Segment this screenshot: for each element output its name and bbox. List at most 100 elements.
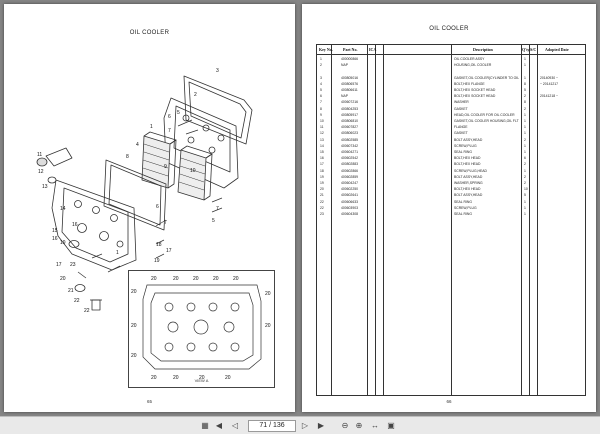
col-qty: Q'ty <box>522 47 530 52</box>
svg-text:7: 7 <box>164 220 167 226</box>
cell-desc: OIL COOLER ASSY <box>454 57 485 61</box>
cell-desc: SEAL RING <box>454 199 472 204</box>
cell-part: 400802883 <box>341 162 358 167</box>
cell-part: 400603903 <box>341 205 358 210</box>
cell-part: 400607342 <box>341 143 358 148</box>
cell-desc: SCREW,PLUG <box>454 205 477 210</box>
cell-part: 400602866 <box>341 168 358 173</box>
cell-part: 400806576 <box>341 81 358 86</box>
cell-key: 19 <box>320 174 324 179</box>
fit-width-icon[interactable]: ↔ <box>371 421 379 430</box>
cell-qty: 1 <box>524 143 526 148</box>
cell-desc: GASKET,OIL COOLER(CYLINDER TO OIL <box>454 75 520 80</box>
svg-text:18: 18 <box>156 242 162 248</box>
thumbnails-icon[interactable]: ▦ <box>201 421 209 430</box>
cell-desc: BOLT ASSY,HEAD <box>454 174 483 179</box>
svg-text:16: 16 <box>52 236 58 242</box>
cell-qty: 5 <box>524 88 526 92</box>
cell-part: 400602542 <box>341 156 358 161</box>
cell-part: 400604308 <box>341 212 358 216</box>
cell-key: 20 <box>320 187 324 192</box>
page-number: 65 <box>146 399 152 404</box>
cell-desc: FLANGE <box>454 125 468 130</box>
cell-qty: 1 <box>524 63 526 68</box>
cell-part: 400805917 <box>341 112 358 117</box>
cell-desc: HEAD,OIL COOLER FOR OIL COOLER <box>454 112 515 117</box>
next-page-icon[interactable]: ▷ <box>301 421 309 430</box>
cell-key: 21 <box>320 193 324 198</box>
page-number-field[interactable]: 71 / 136 <box>248 420 296 432</box>
gasket-3 <box>183 75 253 145</box>
cell-key: 1 <box>320 57 322 61</box>
cell-key: 9 <box>320 112 322 117</box>
cell-part: 400802585 <box>341 137 358 142</box>
cell-key: 2 <box>320 63 322 68</box>
svg-text:6: 6 <box>156 204 159 210</box>
cell-qty: 1 <box>524 75 526 80</box>
cell-desc: HOUSING,OIL COOLER <box>454 63 492 68</box>
cell-desc: BOLT,HEX HEAD <box>454 156 481 161</box>
svg-text:22: 22 <box>74 298 80 304</box>
cell-key: 15 <box>320 150 324 154</box>
cell-key: 7 <box>320 100 322 105</box>
svg-text:14: 14 <box>60 206 66 212</box>
cell-desc: BOLT,HEX SOCKET HEAD <box>454 88 496 92</box>
svg-text:20: 20 <box>131 289 137 295</box>
cell-desc: GASKET <box>454 106 468 111</box>
cell-desc: WASHER,SPRING <box>454 181 483 185</box>
cell-qty: 2 <box>524 94 526 99</box>
svg-text:20: 20 <box>265 291 271 297</box>
cell-part: 400806611 <box>341 88 358 92</box>
cell-part: 400602859 <box>341 174 358 179</box>
zoom-in-icon[interactable]: ⊕ <box>355 421 363 430</box>
svg-text:7: 7 <box>216 206 219 212</box>
cell-key: 23 <box>320 212 324 216</box>
col-ica: ICA <box>369 47 377 52</box>
svg-text:19: 19 <box>154 258 160 264</box>
svg-text:20: 20 <box>193 276 199 282</box>
cell-key: 8 <box>320 106 322 111</box>
cell-qty: 1 <box>524 125 526 130</box>
col-part: Part No. <box>343 47 358 52</box>
cell-key: 19 <box>320 181 324 185</box>
cell-adopted: 20141218 ~ <box>540 94 559 99</box>
cell-key: 14 <box>320 143 324 148</box>
cell-desc: BOLT,HEX HEAD <box>454 187 481 192</box>
svg-text:4: 4 <box>136 142 139 148</box>
first-page-icon[interactable]: ◀ <box>215 421 223 430</box>
cell-qty: 2 <box>524 137 526 142</box>
cell-qty: 1 <box>524 119 526 123</box>
cell-qty: 1 <box>524 199 526 204</box>
last-page-icon[interactable]: ▶ <box>317 421 325 430</box>
cell-qty: 2 <box>524 181 526 185</box>
previous-page-icon[interactable]: ◁ <box>231 421 239 430</box>
svg-text:17: 17 <box>56 262 62 268</box>
svg-text:13: 13 <box>42 184 48 190</box>
fit-page-icon[interactable]: ▣ <box>387 421 395 430</box>
svg-text:20: 20 <box>131 323 137 329</box>
cell-qty: 1 <box>524 205 526 210</box>
zoom-out-icon[interactable]: ⊖ <box>341 421 349 430</box>
page-number: 66 <box>446 399 452 404</box>
page-left: OIL COOLER <box>4 4 295 412</box>
svg-text:21: 21 <box>68 288 74 294</box>
cell-qty: 10 <box>524 187 528 192</box>
cell-qty: 8 <box>524 81 526 86</box>
svg-text:7: 7 <box>168 128 171 134</box>
cell-key: 10 <box>320 119 324 123</box>
viewer-toolbar: ▦ ◀ ◁ 71 / 136 ▷ ▶ ⊖ ⊕ ↔ ▣ <box>0 416 600 434</box>
cell-part: NAP <box>341 94 348 99</box>
